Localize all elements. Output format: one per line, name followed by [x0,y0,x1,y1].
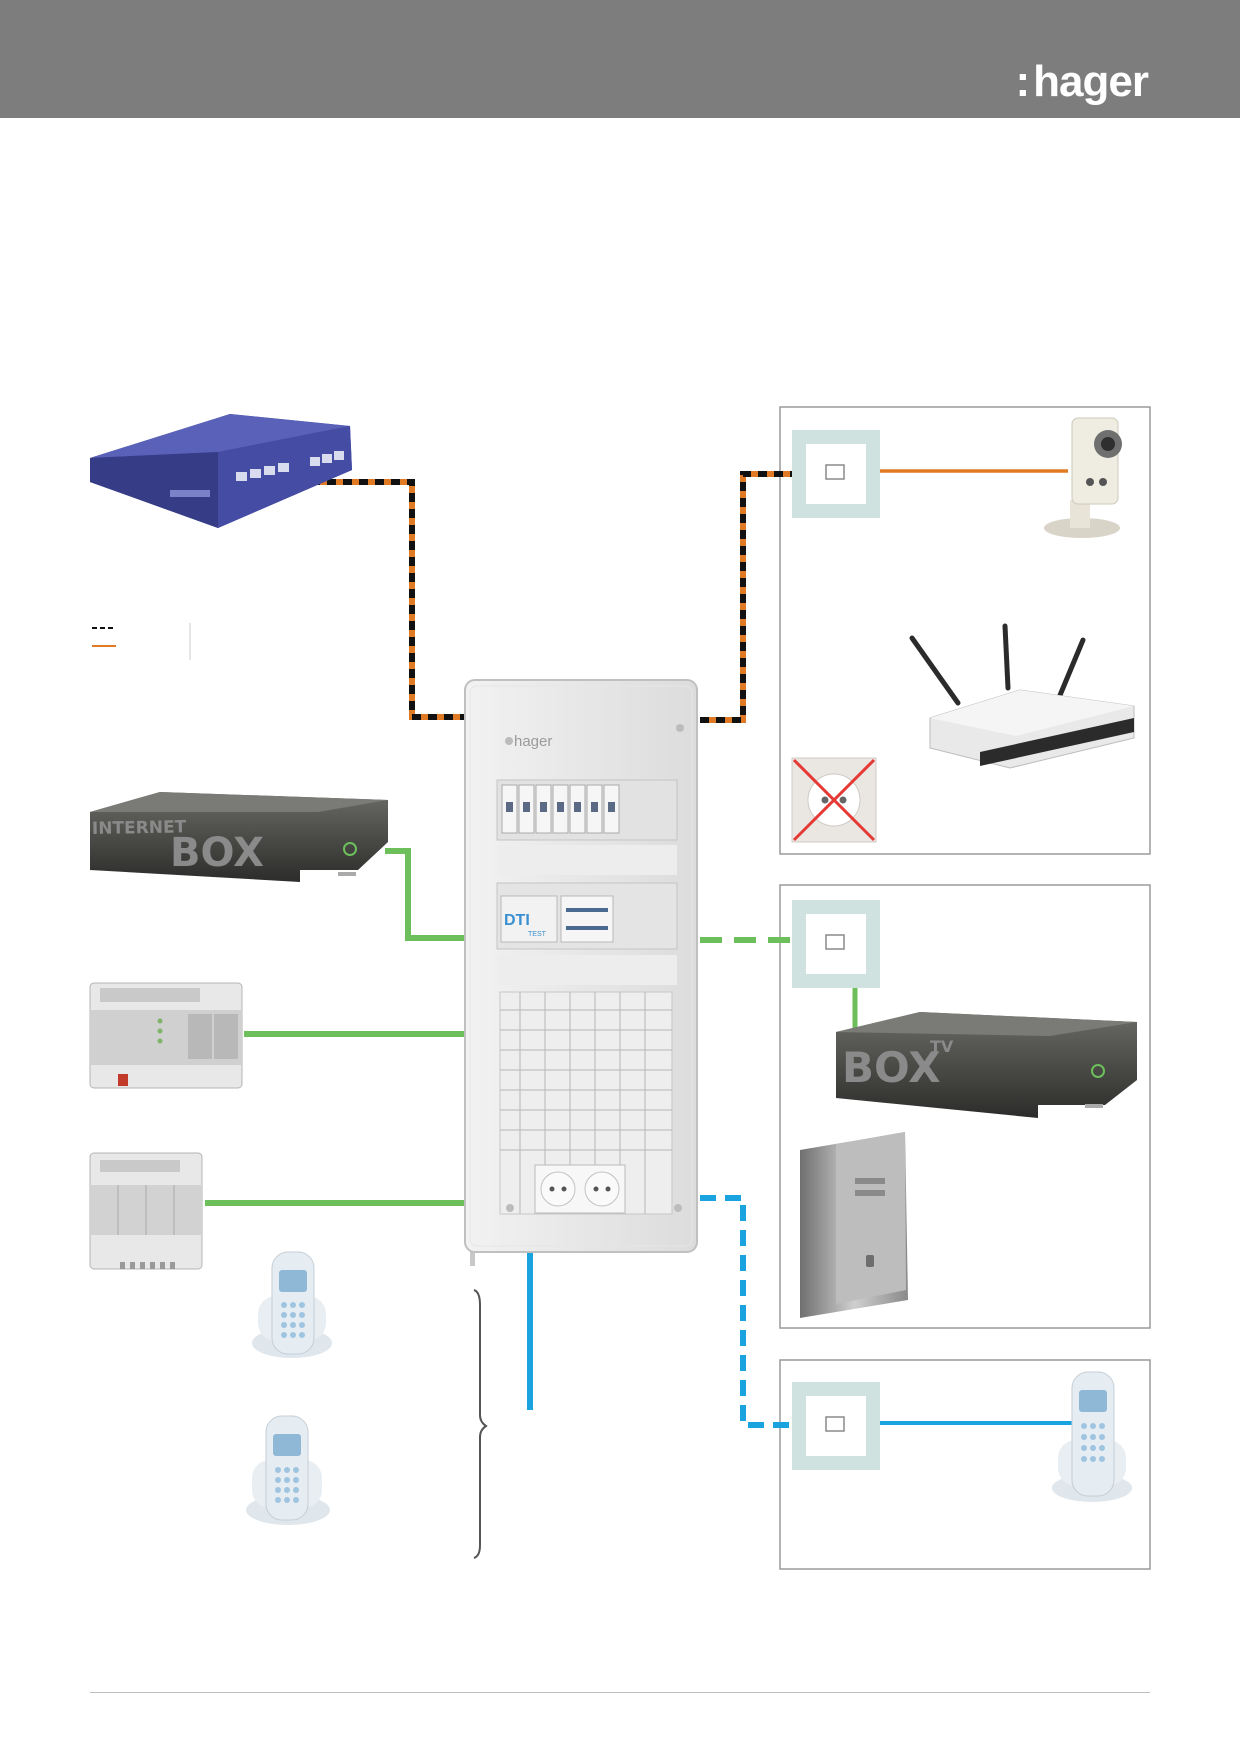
box-tv-label-main: BOX [842,1043,941,1092]
desktop-tower-icon [800,1132,908,1318]
cordless-phone-icon-right [1052,1371,1132,1502]
dti-label: DTI [504,912,530,929]
cordless-phone-icon-2 [246,1415,330,1525]
hager-logo: :hager [1015,57,1149,106]
internet-box-icon: INTERNET BOX [90,792,388,882]
ethernet-cable-switch [295,479,465,720]
wifi-router-icon [909,623,1135,769]
room-panel-1 [779,406,1151,855]
room-panel-2 [779,884,1151,1329]
cordless-phone-icon [252,1251,332,1358]
cabinet-brand-label: hager [514,733,552,750]
din-module-icon [89,982,243,1089]
footer-rule [90,1692,1150,1693]
tv-box-icon: BOX TV [836,1012,1137,1118]
distribution-cabinet-icon: hager DTI TEST [464,679,698,1266]
ip-camera-icon [1044,417,1122,538]
box-tv-label-sup: TV [930,1037,954,1056]
header-bar: :hager [0,0,1240,118]
tv-power-indicator-icon [1091,1064,1105,1078]
dti-test-label: TEST [528,931,547,938]
room-panel-3 [779,1359,1151,1570]
power-indicator-icon [343,842,357,856]
internet-box-label-main: BOX [170,830,264,876]
network-switch-icon [90,414,352,528]
ethernet-cable-camera [700,471,792,723]
rj45-socket-icon-phone [792,1382,880,1470]
rj45-socket-icon-tv [792,900,880,988]
din-module-icon-2 [89,1152,203,1270]
internet-box-label-top: INTERNET [92,817,187,839]
data-cable-internet-box [385,848,465,941]
curly-brace [473,1289,488,1559]
rj45-socket-icon [792,430,880,518]
power-socket-crossed-icon [791,757,877,843]
phone-cable-dashed [700,1195,792,1428]
